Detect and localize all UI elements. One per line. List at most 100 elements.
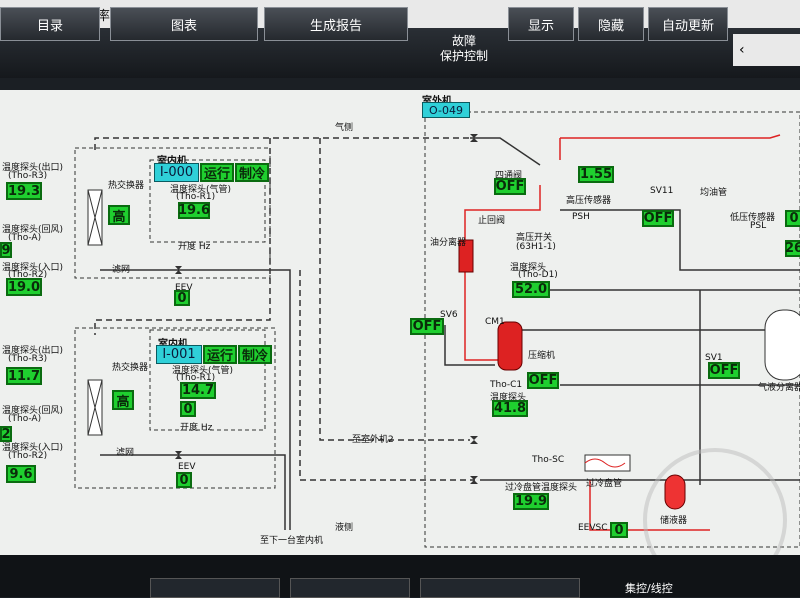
to-outdoor-label: 至室外机2 <box>352 435 394 445</box>
outdoor-ball-valve <box>470 436 478 444</box>
subcool-value: 19.9 <box>513 493 549 510</box>
indoor-1-inner-frame <box>149 159 266 243</box>
indoor-1-in-temp-id: (Tho-R2) <box>8 270 48 280</box>
indoor-2-status: 运行 <box>203 345 237 364</box>
indoor-2-return-air-id: (Tho-A) <box>8 414 42 424</box>
tho-c1-state: OFF <box>527 372 559 389</box>
eevsc-value: 0 <box>610 522 628 538</box>
indoor-2-in-temp: 9.6 <box>6 465 36 483</box>
indoor-1-hx-label: 热交换器 <box>108 181 145 191</box>
indoor-1-in-temp: 19.0 <box>6 278 42 296</box>
bottom-button-1[interactable] <box>150 578 280 598</box>
indoor-2-inner-frame <box>149 329 266 431</box>
indoor-2-out-temp: 11.7 <box>6 367 42 385</box>
psh-value: 1.55 <box>578 166 614 183</box>
indoor-2-return-air-label: 温度探头(回风) <box>2 406 64 416</box>
indoor-2-out-temp-id: (Tho-R3) <box>8 354 48 364</box>
four-way-state: OFF <box>494 178 526 195</box>
indoor-1-out-temp: 19.3 <box>6 182 42 200</box>
hide-button[interactable]: 隐藏 <box>578 7 644 41</box>
fault-label-line1: 故障 <box>452 34 477 48</box>
nav-back-button[interactable]: ‹ <box>733 34 800 66</box>
to-indoor-label: 至下一台室内机 <box>260 536 324 546</box>
tho-d1-label: 温度探头 <box>510 263 547 273</box>
subcool-hx-label: 过冷盘管 <box>586 479 623 489</box>
sv6-pipe <box>444 325 495 366</box>
red-liquid-pipe <box>589 480 710 531</box>
compressor-label: 压缩机 <box>528 351 556 361</box>
red-pipe-compressor <box>464 270 500 361</box>
indoor-2-gas-temp-id: (Tho-R1) <box>176 373 216 383</box>
hp-sensor-label: 高压传感器 <box>566 196 612 206</box>
indoor-2-fan: 高 <box>112 390 134 410</box>
psh-label: PSH <box>572 212 590 222</box>
indoor-2-frame <box>74 327 276 489</box>
tho-c1-id: Tho-C1 <box>490 380 523 390</box>
indoor-2-gas-temp-label: 温度探头(气管) <box>172 366 234 376</box>
indoor-1-gas-temp: 19.6 <box>177 202 211 219</box>
indoor-2-id[interactable]: I-001 <box>156 345 202 364</box>
catalog-button[interactable]: 目录 <box>0 7 100 41</box>
indoor-2-in-temp-id: (Tho-R2) <box>8 451 48 461</box>
indoor-1-out-temp-id: (Tho-R3) <box>8 171 48 181</box>
indoor-2-in-temp-label: 温度探头(入口) <box>2 443 64 453</box>
indoor-2-eev-value: 0 <box>176 472 192 488</box>
lp-sensor-label: 低压传感器 <box>730 213 776 223</box>
indoor-2-gas-temp: 14.7 <box>180 382 216 399</box>
indoor-1-id[interactable]: I-000 <box>154 163 199 182</box>
psl-label: PSL <box>750 221 767 231</box>
indoor-2-hz-label: 开度 Hz <box>180 423 213 433</box>
outdoor-liquid-valve <box>470 476 478 484</box>
subcooler-icon <box>584 454 631 472</box>
bottom-tab-centralcontrol[interactable]: 集控/线控 <box>625 582 673 595</box>
sv6-state: OFF <box>410 318 444 335</box>
right-value-2: 26 <box>785 240 800 257</box>
check-valve-label: 止回阀 <box>478 216 506 226</box>
bottom-button-3[interactable] <box>420 578 580 598</box>
liquid-line-1 <box>100 269 291 530</box>
report-button[interactable]: 生成报告 <box>264 7 408 41</box>
indoor-1-status: 运行 <box>200 163 234 182</box>
outdoor-title: 室外机 <box>422 92 452 107</box>
sv11-state: OFF <box>642 210 674 227</box>
tho-d1-id: (Tho-D1) <box>518 270 558 280</box>
liquid-line-outdoor <box>299 270 475 481</box>
gas-liquid-separator-icon <box>764 309 800 381</box>
bottom-button-2[interactable] <box>290 578 410 598</box>
refrigerant-diagram <box>0 90 800 555</box>
sv11-label: SV11 <box>650 186 674 196</box>
indoor-2-hx-label: 热交换器 <box>112 363 149 373</box>
show-button[interactable]: 显示 <box>508 7 574 41</box>
indoor-1-eev-value: 0 <box>174 290 190 306</box>
outdoor-pipe-right <box>560 209 800 271</box>
watermark-circle <box>643 448 787 555</box>
hp-switch-label: 高压开关 <box>516 233 553 243</box>
gas-side-label: 气侧 <box>335 123 354 133</box>
tho-c1-label: 温度探头 <box>490 393 527 403</box>
indoor-2-eev-label: EEV <box>178 462 196 472</box>
accumulator-label: 储液器 <box>660 516 688 526</box>
indoor-1-filter-label: 滤网 <box>112 265 131 275</box>
pipe-diagram <box>74 111 800 555</box>
indoor-1-return-air-label: 温度探头(回风) <box>2 225 64 235</box>
indoor-1-in-temp-label: 温度探头(入口) <box>2 263 64 273</box>
accumulator-icon <box>664 474 686 510</box>
indoor-1-eev-label: EEV <box>175 283 193 293</box>
chart-button[interactable]: 图表 <box>110 7 258 41</box>
tho-c1-value: 41.8 <box>492 400 528 417</box>
indoor-2-hz-value: 0 <box>180 401 196 417</box>
indoor-1-mode: 制冷 <box>235 163 269 182</box>
indoor-2-mode: 制冷 <box>238 345 272 364</box>
sv1-state: OFF <box>708 362 740 379</box>
indoor-1-fan: 高 <box>108 205 130 225</box>
red-pipe-separator <box>464 185 541 240</box>
subcool-label: 过冷盘管温度探头 <box>505 483 578 493</box>
auto-update-button[interactable]: 自动更新 <box>648 7 728 41</box>
eev-valve-2 <box>175 451 182 459</box>
tho-d1-value: 52.0 <box>512 281 550 298</box>
fault-protection-label: 故障 保护控制 <box>440 34 488 64</box>
compressor-icon <box>497 321 523 371</box>
cm1-label: CM1 <box>485 317 505 327</box>
outdoor-id[interactable]: O-049 <box>422 102 470 118</box>
hp-switch-id: (63H1-1) <box>516 242 556 252</box>
